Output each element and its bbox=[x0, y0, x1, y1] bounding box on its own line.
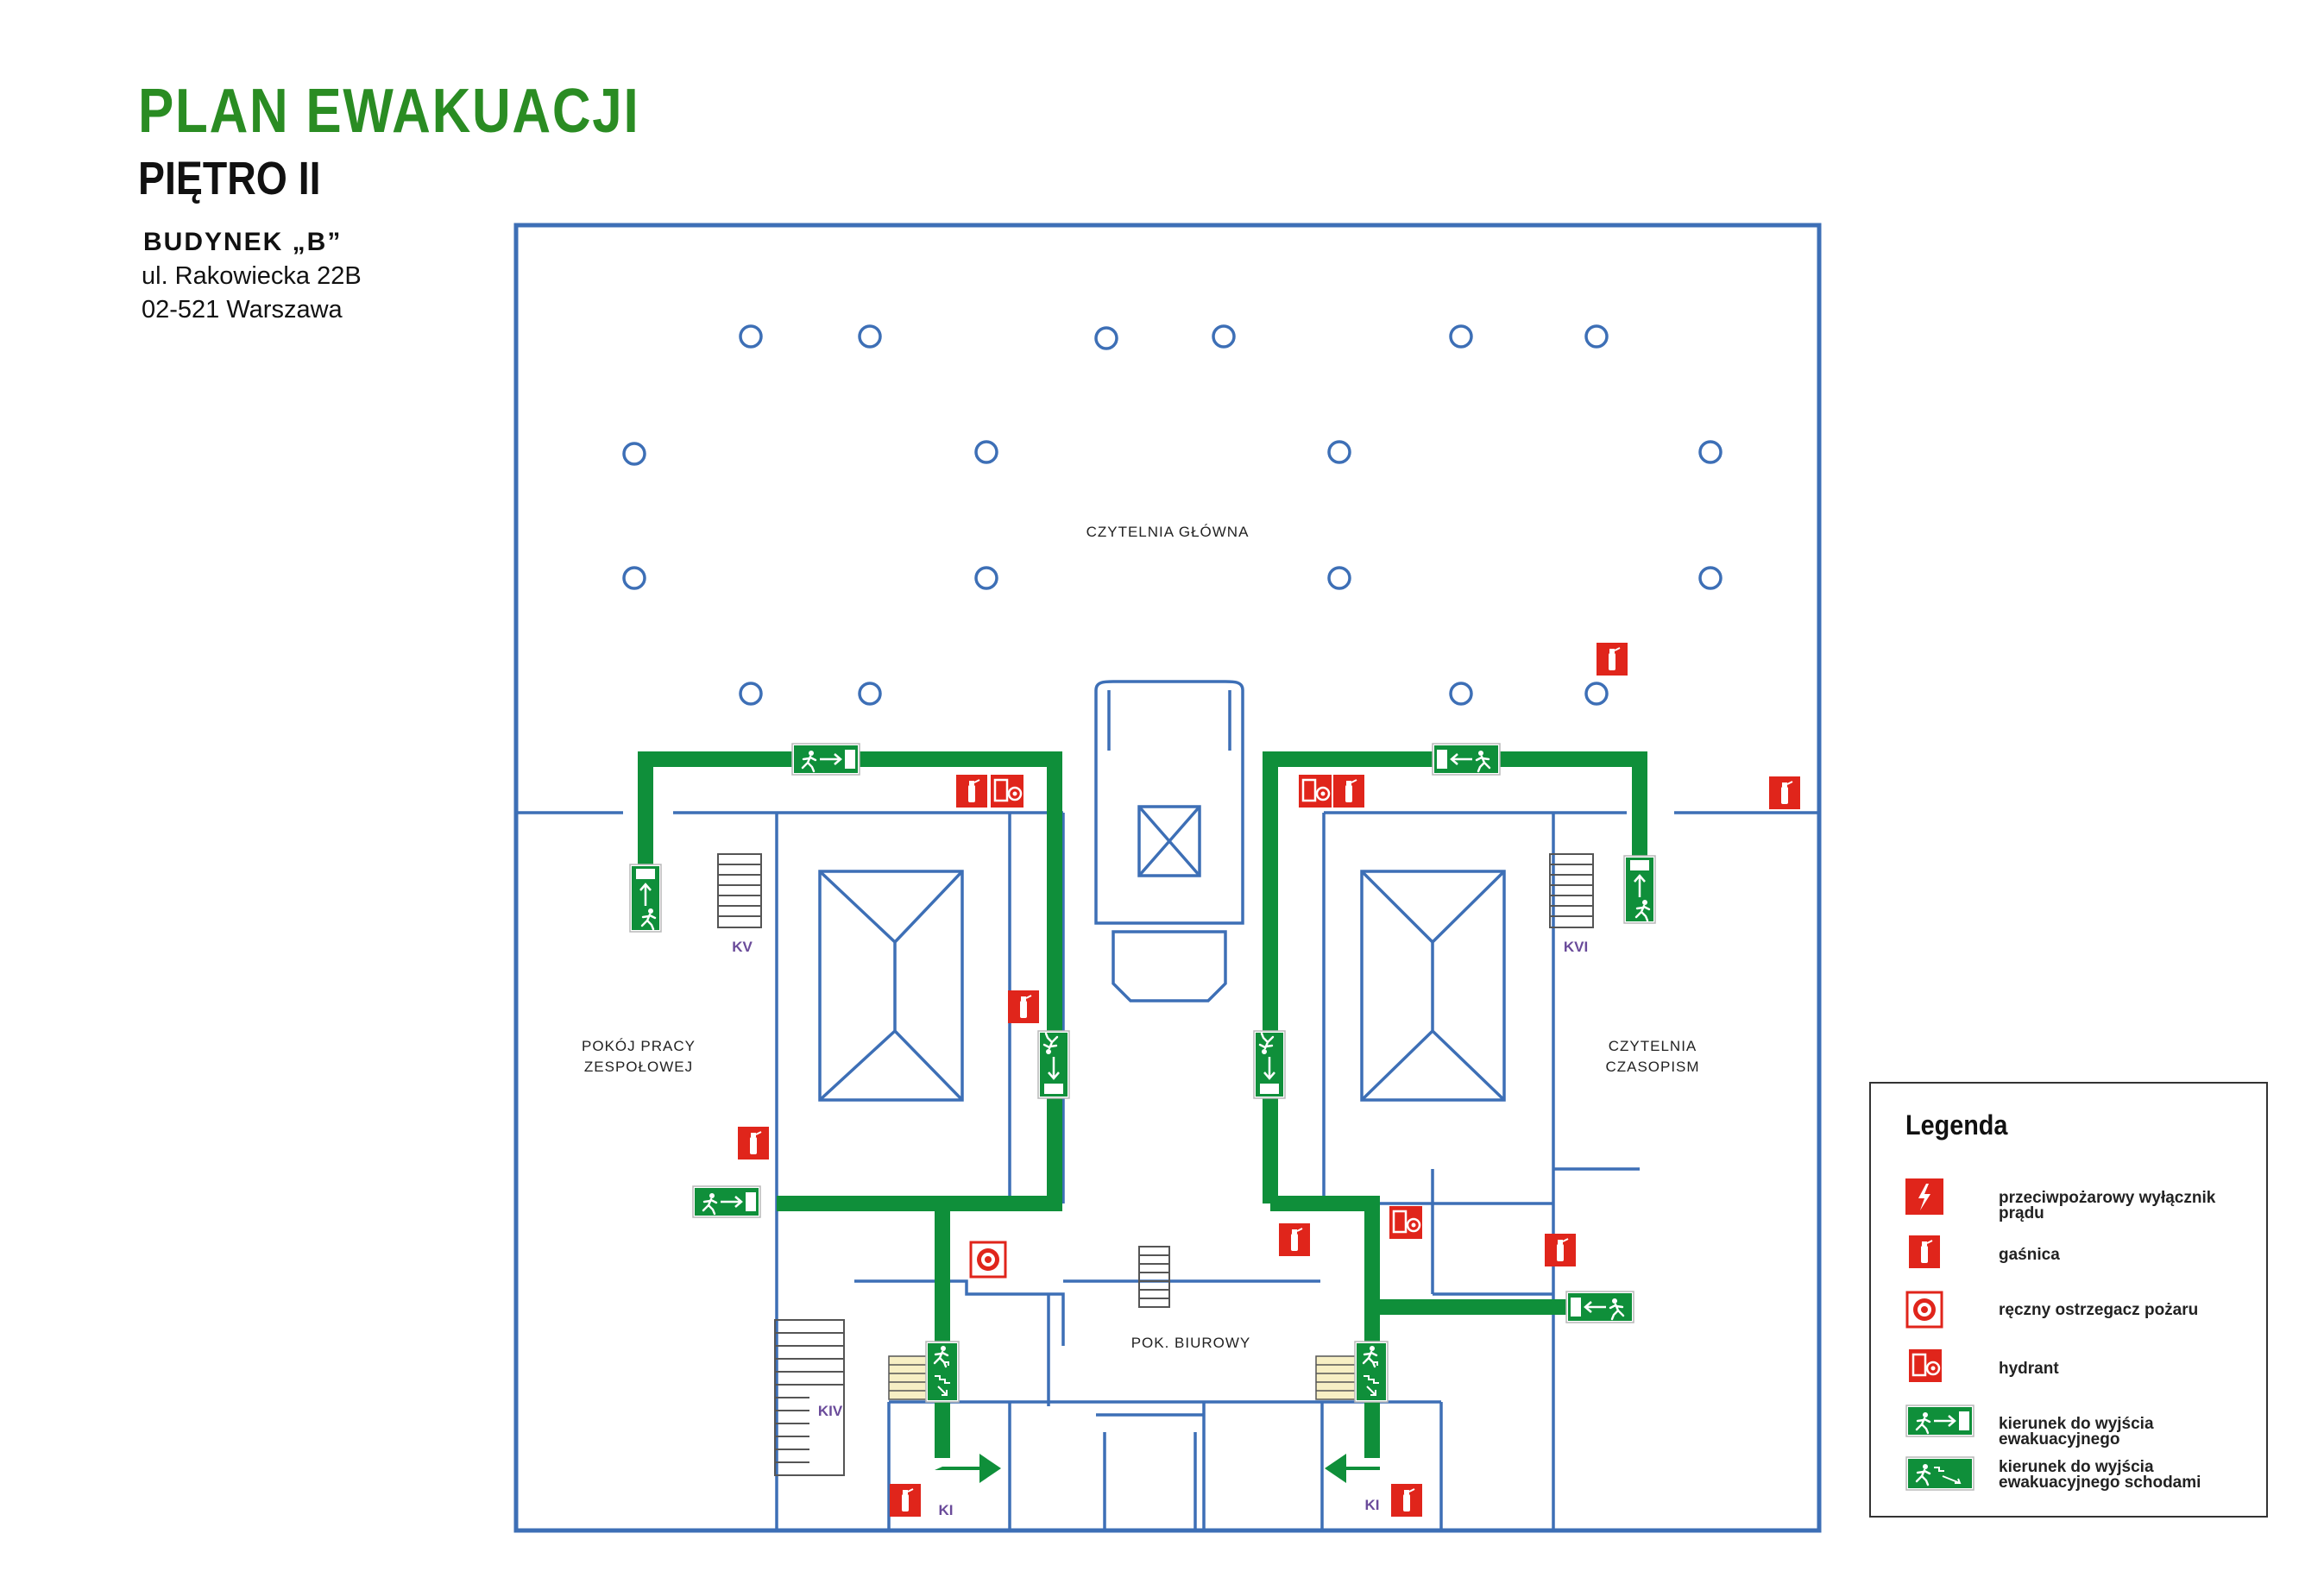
legend-label: ręczny ostrzegacz pożaru bbox=[1999, 1301, 2199, 1319]
legend-label: przeciwpożarowy wyłącznik prądu bbox=[1999, 1189, 2216, 1222]
fire-extinguisher-icon bbox=[889, 1483, 922, 1518]
fire-extinguisher-icon bbox=[1390, 1483, 1423, 1518]
fire-extinguisher-icon bbox=[1007, 990, 1040, 1024]
stair-label-kiv: KIV bbox=[818, 1403, 843, 1419]
exit-sign-left-corridor bbox=[1038, 1031, 1069, 1098]
fire-extinguisher-icon bbox=[1544, 1233, 1577, 1267]
stairs-exit-sign-right bbox=[1355, 1342, 1388, 1402]
fire-extinguisher-icon bbox=[1908, 1235, 1941, 1269]
room-label-office: POK. BIUROWY bbox=[1131, 1335, 1251, 1351]
legend-title: Legenda bbox=[1905, 1109, 2008, 1141]
stair-label-kv: KV bbox=[732, 939, 753, 955]
plan-title: PLAN EWAKUACJI bbox=[138, 77, 640, 146]
room-label-team-room: POKÓJ PRACY bbox=[582, 1038, 696, 1054]
exit-sign-top-left bbox=[792, 744, 860, 775]
interior-walls bbox=[516, 680, 1819, 1531]
address-street: ul. Rakowiecka 22B bbox=[142, 262, 362, 290]
exit-sign-right-wall bbox=[1624, 856, 1655, 923]
fire-extinguisher-icon bbox=[1596, 642, 1628, 676]
power-switch-icon bbox=[1905, 1178, 1943, 1215]
fire-extinguisher-icon bbox=[737, 1126, 770, 1160]
legend-item-hydrant: hydrant bbox=[1905, 1349, 2259, 1401]
route-arrowheads bbox=[935, 1454, 1380, 1483]
legend-label: hydrant bbox=[1999, 1360, 2059, 1378]
legend-item-call-point: ręczny ostrzegacz pożaru bbox=[1905, 1291, 2259, 1342]
legend-item-extinguisher: gaśnica bbox=[1905, 1235, 2259, 1287]
stair-label-ki-right: KI bbox=[1365, 1497, 1380, 1513]
hydrant-icon bbox=[1297, 773, 1333, 809]
skylights bbox=[818, 870, 1506, 1102]
hydrant-icon bbox=[1388, 1204, 1424, 1241]
exit-sign-team-room bbox=[693, 1186, 760, 1217]
room-label-team-room-2: ZESPOŁOWEJ bbox=[584, 1059, 693, 1075]
fire-alarm-call-point-icon bbox=[969, 1241, 1007, 1279]
legend-item-power-switch: przeciwpożarowy wyłącznik prądu bbox=[1905, 1178, 2259, 1230]
floor-title: PIĘTRO II bbox=[138, 153, 321, 204]
room-label-periodicals: CZYTELNIA bbox=[1609, 1038, 1697, 1054]
exit-direction-icon bbox=[1905, 1405, 1976, 1439]
exit-stairs-icon bbox=[1905, 1456, 1976, 1493]
legend-item-exit-direction: kierunek do wyjścia ewakuacyjnego bbox=[1905, 1405, 2259, 1456]
building-name: BUDYNEK „B” bbox=[143, 228, 343, 256]
exit-sign-left-wall bbox=[630, 864, 661, 932]
evacuation-routes bbox=[638, 751, 1647, 1458]
fire-extinguisher-icon bbox=[955, 774, 988, 808]
address-city: 02-521 Warszawa bbox=[142, 296, 343, 324]
stairs-exit-sign-left bbox=[926, 1342, 959, 1402]
legend-item-exit-stairs: kierunek do wyjścia ewakuacyjnego schoda… bbox=[1905, 1456, 2259, 1508]
hydrant-icon bbox=[989, 773, 1025, 809]
room-label-periodicals-2: CZASOPISM bbox=[1605, 1059, 1699, 1075]
legend-panel: Legenda przeciwpożarowy wyłącznik prądu … bbox=[1869, 1082, 2268, 1518]
fire-extinguisher-icon bbox=[1278, 1222, 1311, 1257]
stairwell-steps bbox=[888, 1355, 1362, 1400]
stair-label-kvi: KVI bbox=[1564, 939, 1588, 955]
stair-label-ki-left: KI bbox=[939, 1502, 954, 1518]
legend-label: kierunek do wyjścia ewakuacyjnego bbox=[1999, 1415, 2154, 1449]
outer-wall bbox=[513, 223, 1822, 1533]
exit-sign-top-right bbox=[1433, 744, 1500, 775]
exit-sign-periodicals bbox=[1566, 1291, 1634, 1323]
room-label-main-reading: CZYTELNIA GŁÓWNA bbox=[1086, 524, 1250, 540]
plan-header: PLAN EWAKUACJI PIĘTRO II BUDYNEK „B” ul.… bbox=[138, 76, 721, 324]
staircases bbox=[717, 853, 1594, 1476]
fire-extinguisher-icon bbox=[1332, 774, 1365, 808]
legend-label: gaśnica bbox=[1999, 1246, 2060, 1264]
fire-alarm-call-point-icon bbox=[1905, 1291, 1943, 1329]
exit-sign-right-corridor bbox=[1254, 1031, 1285, 1098]
hydrant-icon bbox=[1907, 1349, 1943, 1384]
columns bbox=[622, 324, 1723, 706]
legend-label: kierunek do wyjścia ewakuacyjnego schoda… bbox=[1999, 1458, 2201, 1492]
fire-extinguisher-icon bbox=[1768, 776, 1801, 810]
